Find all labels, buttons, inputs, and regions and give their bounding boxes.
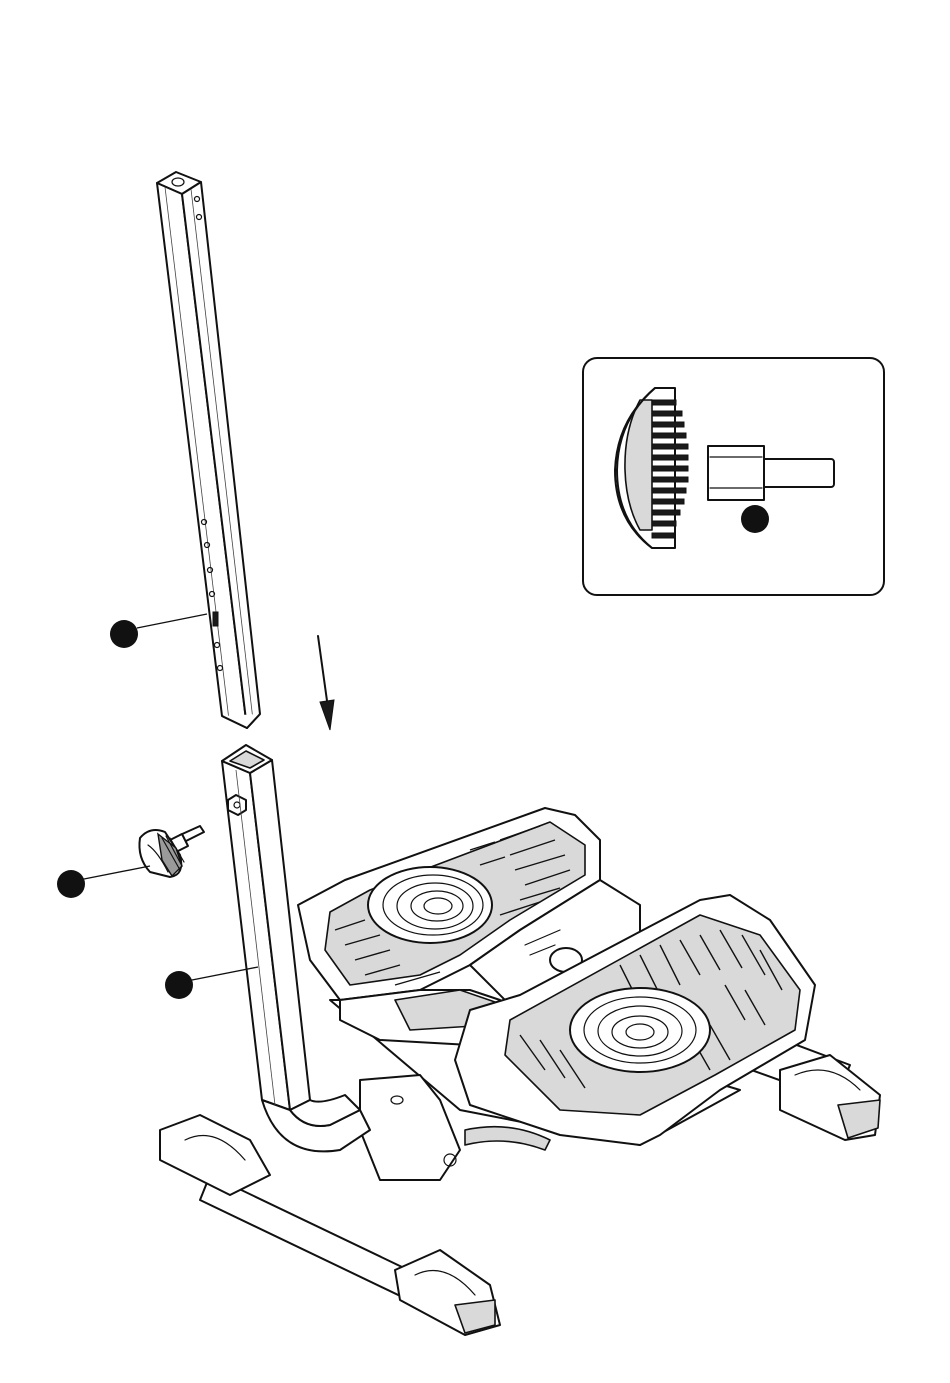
callout-knob [57, 866, 150, 898]
callout-lower-tube [165, 967, 258, 999]
assembly-direction-arrow [318, 636, 334, 730]
upper-upright-tube [157, 172, 260, 728]
callout-detail-knob [741, 505, 769, 533]
callout-upper-tube [110, 614, 207, 648]
adjustment-knob [139, 826, 204, 877]
inset-detail-frame [583, 358, 884, 595]
